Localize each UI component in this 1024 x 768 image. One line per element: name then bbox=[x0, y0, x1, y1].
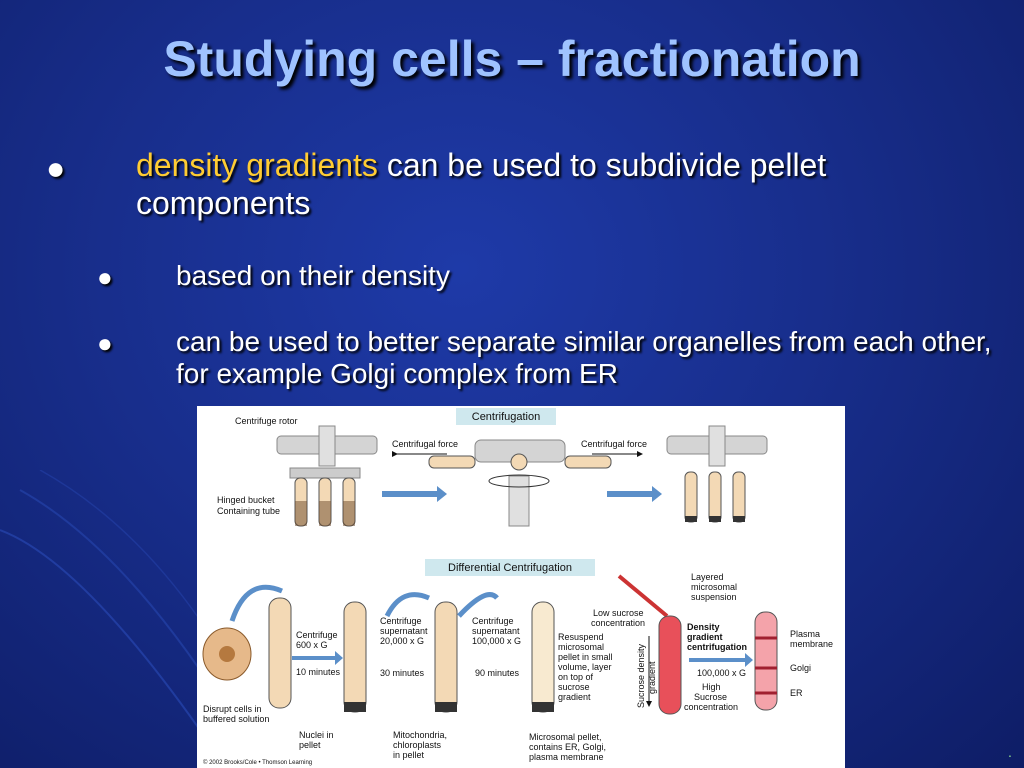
centrifugal-force-right: Centrifugal force bbox=[581, 439, 647, 449]
density-label-0: Density bbox=[687, 622, 720, 632]
pipette bbox=[617, 574, 669, 618]
copyright: © 2002 Brooks/Cole • Thomson Learning bbox=[203, 759, 312, 766]
nuclei-label: Nuclei in bbox=[299, 730, 334, 740]
disrupt-cells-label: Disrupt cells in bbox=[203, 704, 262, 714]
high-sucrose-0: High bbox=[702, 682, 721, 692]
sucrose-gradient: gradient bbox=[647, 661, 657, 694]
hinged-bucket-label: Hinged bucket bbox=[217, 495, 275, 505]
mito-label: Mitochondria, bbox=[393, 730, 447, 740]
resuspend-2: pellet in small bbox=[558, 652, 613, 662]
resuspend-1: microsomal bbox=[558, 642, 604, 652]
step3-force: 100,000 x G bbox=[472, 636, 521, 646]
plasma-1: membrane bbox=[790, 639, 833, 649]
layered-2: suspension bbox=[691, 592, 737, 602]
rotor-right bbox=[666, 425, 768, 523]
result-tube bbox=[754, 611, 778, 711]
tube-3 bbox=[434, 601, 458, 713]
step2-supernatant: supernatant bbox=[380, 626, 428, 636]
curve-arrow bbox=[229, 584, 283, 622]
step2-force: 20,000 x G bbox=[380, 636, 424, 646]
step2-time: 30 minutes bbox=[380, 668, 425, 678]
step1-force: 600 x G bbox=[296, 640, 328, 650]
layered-1: microsomal bbox=[691, 582, 737, 592]
sub-bullet-density: based on their density bbox=[176, 260, 450, 291]
sub-bullet-marker: ● bbox=[97, 262, 113, 292]
high-sucrose-2: concentration bbox=[684, 702, 738, 712]
sub-bullet-marker: ● bbox=[97, 328, 113, 358]
tube-4 bbox=[531, 601, 555, 713]
density-label-2: centrifugation bbox=[687, 642, 747, 652]
layered-0: Layered bbox=[691, 572, 724, 582]
buffered-solution-label: buffered solution bbox=[203, 714, 269, 724]
bullet-rest: can be used to subdivide pellet componen… bbox=[136, 147, 827, 221]
flow-arrow bbox=[607, 486, 662, 502]
gradient-tube bbox=[658, 615, 682, 715]
microsomal-contains: contains ER, Golgi, bbox=[529, 742, 606, 752]
er-label: ER bbox=[790, 688, 803, 698]
differential-title: Differential Centrifugation bbox=[448, 562, 572, 574]
bullet-marker: ● bbox=[46, 150, 66, 186]
rotor-left bbox=[276, 425, 378, 527]
centrifugal-force-left: Centrifugal force bbox=[392, 439, 458, 449]
decorative-swirl bbox=[0, 470, 200, 731]
differential-label-box bbox=[425, 559, 595, 576]
rotor-spinning bbox=[428, 439, 612, 527]
containing-tube-label: Containing tube bbox=[217, 506, 280, 516]
density-label-1: gradient bbox=[687, 632, 723, 642]
step3-time: 90 minutes bbox=[475, 668, 520, 678]
resuspend-4: on top of bbox=[558, 672, 594, 682]
step3-supernatant: supernatant bbox=[472, 626, 520, 636]
step4-force: 100,000 x G bbox=[697, 668, 746, 678]
high-sucrose-1: Sucrose bbox=[694, 692, 727, 702]
bullet-text-density-gradients: density gradients can be used to subdivi… bbox=[136, 146, 956, 222]
resuspend-6: gradient bbox=[558, 692, 591, 702]
centrifuge-rotor-label: Centrifuge rotor bbox=[235, 416, 298, 426]
pellet-label: pellet bbox=[299, 740, 321, 750]
tube-1 bbox=[268, 597, 292, 709]
tube-2 bbox=[343, 601, 367, 713]
centrifugation-title: Centrifugation bbox=[472, 411, 541, 423]
footer-mark: . bbox=[1008, 744, 1012, 760]
fractionation-figure: Centrifugation Centrifuge rotor Hinged b… bbox=[197, 406, 845, 768]
bullet-highlight: density gradients bbox=[136, 147, 378, 183]
microsomal-plasma: plasma membrane bbox=[529, 752, 604, 762]
low-sucrose-0: Low sucrose bbox=[593, 608, 644, 618]
resuspend-5: sucrose bbox=[558, 682, 590, 692]
centrifugation-label-box bbox=[456, 408, 556, 425]
resuspend-0: Resuspend bbox=[558, 632, 604, 642]
resuspend-3: volume, layer bbox=[558, 662, 612, 672]
in-pellet-label: in pellet bbox=[393, 750, 425, 760]
step2-label: Centrifuge bbox=[380, 616, 422, 626]
step1-time: 10 minutes bbox=[296, 667, 341, 677]
slide-title: Studying cells – fractionation bbox=[163, 31, 861, 87]
plasma-0: Plasma bbox=[790, 629, 820, 639]
sub-bullet-separate: can be used to better separate similar o… bbox=[176, 326, 992, 389]
low-sucrose-1: concentration bbox=[591, 618, 645, 628]
chloroplasts-label: chloroplasts bbox=[393, 740, 442, 750]
sucrose-density: Sucrose density bbox=[636, 643, 646, 708]
golgi-label: Golgi bbox=[790, 663, 811, 673]
microsomal-label: Microsomal pellet, bbox=[529, 732, 602, 742]
flow-arrow bbox=[382, 486, 447, 502]
step1-label: Centrifuge bbox=[296, 630, 338, 640]
step3-label: Centrifuge bbox=[472, 616, 514, 626]
